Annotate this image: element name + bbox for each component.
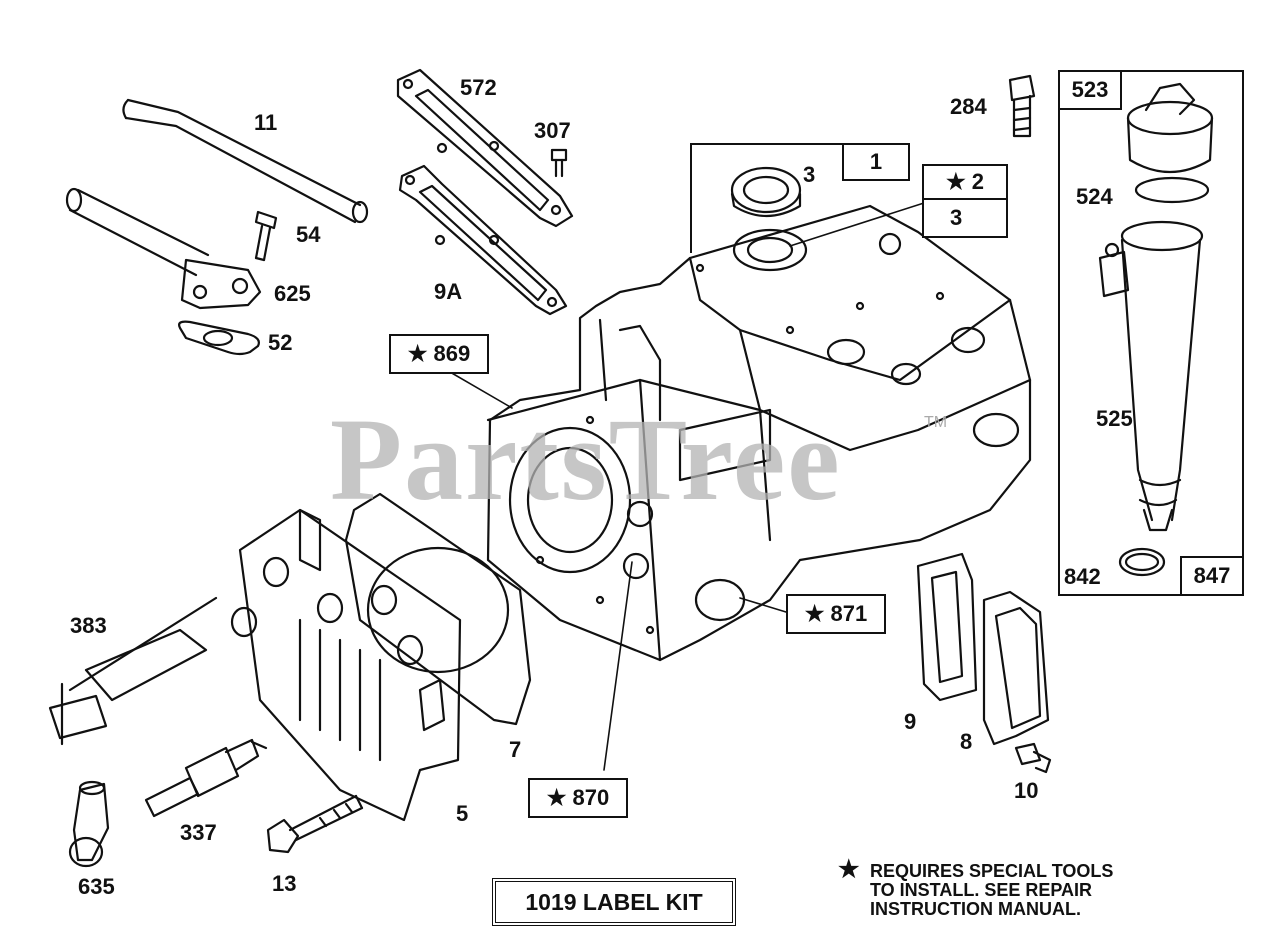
callout-3b-box: 3	[922, 198, 1008, 238]
part-524-oring	[1134, 176, 1210, 204]
callout-572: 572	[460, 75, 497, 100]
callout-8: 8	[960, 729, 973, 754]
callout-524: 524	[1076, 184, 1113, 209]
callout-847-box: 847	[1180, 556, 1244, 596]
part-9-gasket	[916, 552, 978, 702]
star-icon: ★	[838, 856, 860, 883]
callout-52: 52	[268, 330, 293, 355]
part-523-cap	[1126, 82, 1214, 174]
part-284-bolt	[1008, 74, 1036, 138]
crankcase-group-frame	[690, 143, 910, 253]
part-13-bolt	[266, 794, 364, 854]
callout-54: 54	[296, 222, 321, 247]
part-cylinder-block	[486, 204, 1032, 662]
part-7-gasket	[344, 492, 532, 726]
callout-9: 9	[904, 709, 917, 734]
note-line-3: INSTRUCTION MANUAL.	[870, 899, 1081, 919]
callout-523: 523	[1071, 77, 1109, 102]
callout-307: 307	[534, 118, 571, 143]
callout-383: 383	[70, 613, 107, 638]
callout-2: 2	[971, 169, 984, 194]
note-line-2: TO INSTALL. SEE REPAIR	[870, 880, 1093, 900]
part-52-gasket	[178, 320, 260, 356]
callout-9A: 9A	[434, 279, 463, 304]
callout-847: 847	[1193, 563, 1231, 588]
star-icon: ★	[407, 341, 428, 366]
label-kit-text: 1019 LABEL KIT	[525, 888, 703, 915]
callout-2-box: ★ 2	[922, 164, 1008, 200]
callout-284: 284	[950, 94, 987, 119]
callout-869-box: ★ 869	[389, 334, 489, 374]
callout-3a: 3	[803, 162, 816, 187]
star-icon: ★	[804, 601, 825, 626]
label-kit-box: 1019 LABEL KIT	[492, 878, 736, 926]
callout-870: 870	[572, 785, 610, 810]
watermark-logo: PartsTree	[330, 394, 842, 525]
part-525-tube	[1098, 220, 1204, 532]
callout-1-box: 1	[842, 143, 910, 181]
callout-625: 625	[274, 281, 311, 306]
watermark-trademark: TM	[924, 414, 948, 431]
callout-871-box: ★ 871	[786, 594, 886, 634]
dipstick-group-frame	[1058, 70, 1244, 596]
part-635-elbow	[68, 780, 110, 868]
callout-635: 635	[78, 874, 115, 899]
callout-3b: 3	[950, 205, 963, 230]
callout-10: 10	[1014, 778, 1039, 803]
callout-13: 13	[272, 871, 297, 896]
part-11-tube	[122, 98, 369, 224]
callout-11: 11	[254, 110, 278, 135]
part-572-cover	[396, 68, 574, 228]
callout-5: 5	[456, 801, 469, 826]
special-tools-note: ★ REQUIRES SPECIAL TOOLS TO INSTALL. SEE…	[838, 856, 1198, 919]
star-icon: ★	[946, 169, 966, 194]
part-842-oring	[1118, 547, 1166, 577]
part-54-screw	[254, 210, 278, 262]
callout-523-box: 523	[1058, 70, 1122, 110]
part-307-screw	[550, 148, 568, 178]
part-10-screw	[1014, 742, 1052, 774]
callout-842: 842	[1064, 564, 1101, 589]
callout-869: 869	[433, 341, 471, 366]
callout-871: 871	[830, 601, 868, 626]
callout-1: 1	[869, 149, 883, 174]
callout-7: 7	[509, 737, 522, 762]
part-3-seal	[730, 166, 802, 217]
part-5-head	[230, 508, 462, 822]
part-383-shaft	[48, 596, 218, 746]
part-8-cover	[982, 590, 1050, 746]
star-icon: ★	[546, 785, 567, 810]
part-9A-gasket	[398, 164, 568, 316]
part-337-plug	[144, 738, 268, 818]
callout-870-box: ★ 870	[528, 778, 628, 818]
note-line-1: REQUIRES SPECIAL TOOLS	[870, 861, 1114, 881]
part-625-breather	[65, 187, 262, 310]
callout-337: 337	[180, 820, 217, 845]
callout-525: 525	[1096, 406, 1133, 431]
